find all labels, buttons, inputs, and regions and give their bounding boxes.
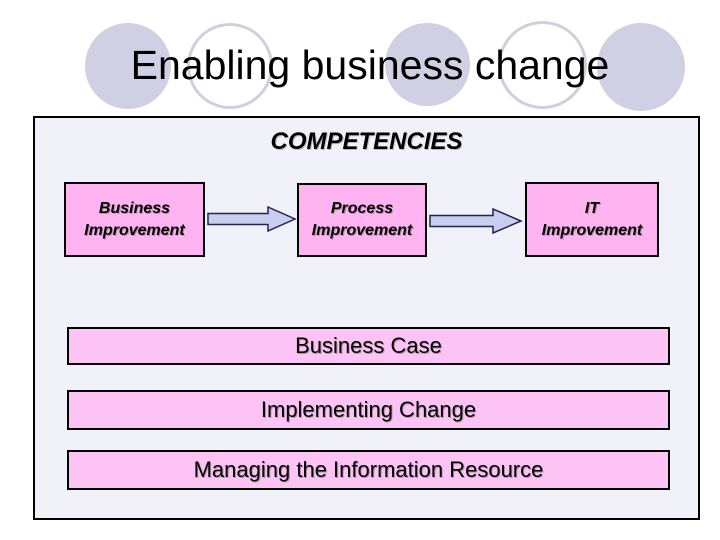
right-arrow-icon: [429, 207, 523, 235]
competencies-heading: COMPETENCIES: [270, 128, 463, 155]
bar-managing-information-resource: Managing the Information Resource: [67, 450, 670, 490]
decorative-circle-filled-icon: [385, 23, 470, 106]
flow-box-label-line1: IT: [584, 199, 600, 217]
bar-business-case: Business Case: [67, 327, 670, 365]
flow-box-it-improvement: IT Improvement: [525, 182, 659, 257]
flow-box-label-line2: Improvement: [311, 222, 413, 239]
slide-title: Enabling business change: [130, 42, 610, 88]
decorative-circle-filled-icon: [597, 23, 685, 111]
flow-box-business-improvement: Business Improvement: [64, 182, 205, 257]
decorative-circle-outline-icon: [187, 23, 273, 109]
decorative-circle-outline-icon: [498, 21, 587, 109]
content-panel: COMPETENCIES Business Improvement Proces…: [33, 116, 700, 520]
flow-box-label-line1: Process: [330, 200, 394, 217]
flow-box-label-line2: Improvement: [541, 221, 643, 239]
flow-box-label-line1: Business: [98, 199, 171, 217]
decorative-circle-filled-icon: [85, 23, 171, 109]
flow-box-label-line2: Improvement: [84, 221, 185, 239]
right-arrow-icon: [207, 205, 297, 233]
flow-box-process-improvement: Process Improvement: [297, 183, 427, 257]
bar-implementing-change: Implementing Change: [67, 390, 670, 430]
